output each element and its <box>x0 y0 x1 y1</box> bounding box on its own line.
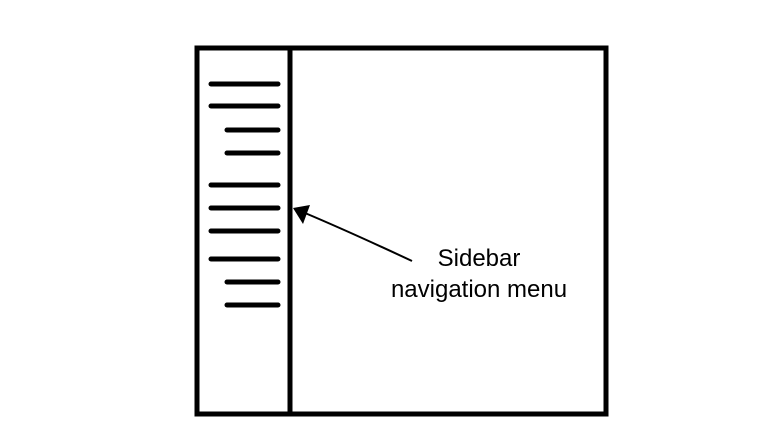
callout-arrow <box>304 212 413 262</box>
arrowhead-icon <box>293 205 310 224</box>
callout-label-line2: navigation menu <box>391 276 567 303</box>
window-frame <box>194 45 609 417</box>
callout-label-line1: Sidebar <box>438 245 521 272</box>
sidebar-menu <box>208 81 281 308</box>
